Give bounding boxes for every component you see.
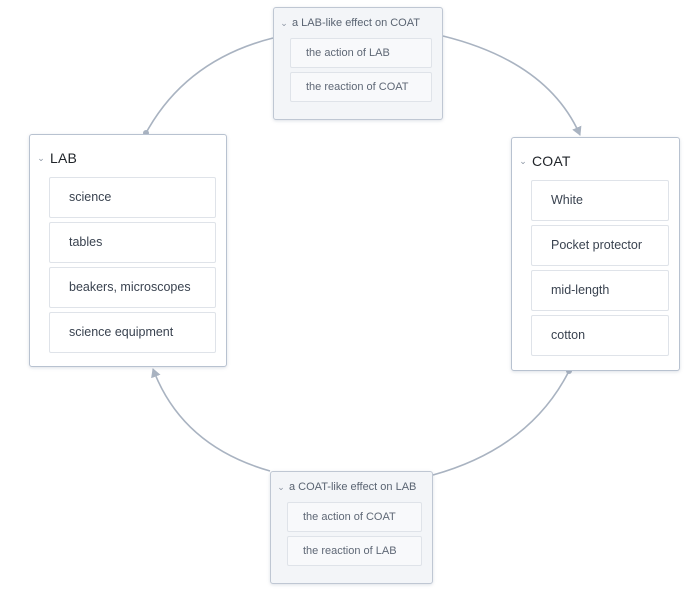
coat-like-effect-on-lab-title: a COAT-like effect on LAB — [289, 481, 417, 493]
connector-coat-to-relation-bottom — [432, 370, 570, 476]
lab-item-science-equipment[interactable]: science equipment — [49, 312, 216, 353]
lab-like-effect-on-coat-node[interactable]: ⌄ a LAB-like effect on COAT the action o… — [273, 7, 443, 120]
lab-item-tables[interactable]: tables — [49, 222, 216, 263]
relation-item-reaction-of-coat[interactable]: the reaction of COAT — [290, 72, 432, 102]
lab-like-effect-on-coat-items: the action of LAB the reaction of COAT — [290, 38, 432, 102]
coat-node-items: White Pocket protector mid-length cotton — [531, 180, 669, 356]
chevron-down-icon[interactable]: ⌄ — [37, 152, 45, 163]
lab-node-items: science tables beakers, microscopes scie… — [49, 177, 216, 353]
connector-relation-top-to-coat — [442, 35, 582, 136]
coat-item-pocket-protector[interactable]: Pocket protector — [531, 225, 669, 266]
lab-like-effect-on-coat-header[interactable]: ⌄ a LAB-like effect on COAT — [279, 14, 442, 32]
connector-relation-bottom-to-lab — [151, 368, 271, 472]
chevron-down-icon[interactable]: ⌄ — [280, 17, 288, 28]
coat-item-mid-length[interactable]: mid-length — [531, 270, 669, 311]
lab-like-effect-on-coat-title: a LAB-like effect on COAT — [292, 17, 420, 29]
coat-item-white[interactable]: White — [531, 180, 669, 221]
coat-like-effect-on-lab-header[interactable]: ⌄ a COAT-like effect on LAB — [276, 478, 432, 496]
lab-item-beakers-microscopes[interactable]: beakers, microscopes — [49, 267, 216, 308]
coat-like-effect-on-lab-items: the action of COAT the reaction of LAB — [287, 502, 422, 566]
coat-item-cotton[interactable]: cotton — [531, 315, 669, 356]
coat-node-header[interactable]: ⌄ COAT — [518, 150, 679, 172]
coat-like-effect-on-lab-node[interactable]: ⌄ a COAT-like effect on LAB the action o… — [270, 471, 433, 584]
coat-node[interactable]: ⌄ COAT White Pocket protector mid-length… — [511, 137, 680, 371]
lab-node[interactable]: ⌄ LAB science tables beakers, microscope… — [29, 134, 227, 367]
relation-item-action-of-lab[interactable]: the action of LAB — [290, 38, 432, 68]
coat-node-title: COAT — [532, 153, 571, 169]
lab-node-title: LAB — [50, 150, 78, 166]
lab-node-header[interactable]: ⌄ LAB — [36, 147, 226, 169]
connector-lab-to-relation-top — [145, 37, 274, 134]
chevron-down-icon[interactable]: ⌄ — [519, 155, 527, 166]
relation-item-reaction-of-lab[interactable]: the reaction of LAB — [287, 536, 422, 566]
chevron-down-icon[interactable]: ⌄ — [277, 481, 285, 492]
relation-item-action-of-coat[interactable]: the action of COAT — [287, 502, 422, 532]
lab-item-science[interactable]: science — [49, 177, 216, 218]
